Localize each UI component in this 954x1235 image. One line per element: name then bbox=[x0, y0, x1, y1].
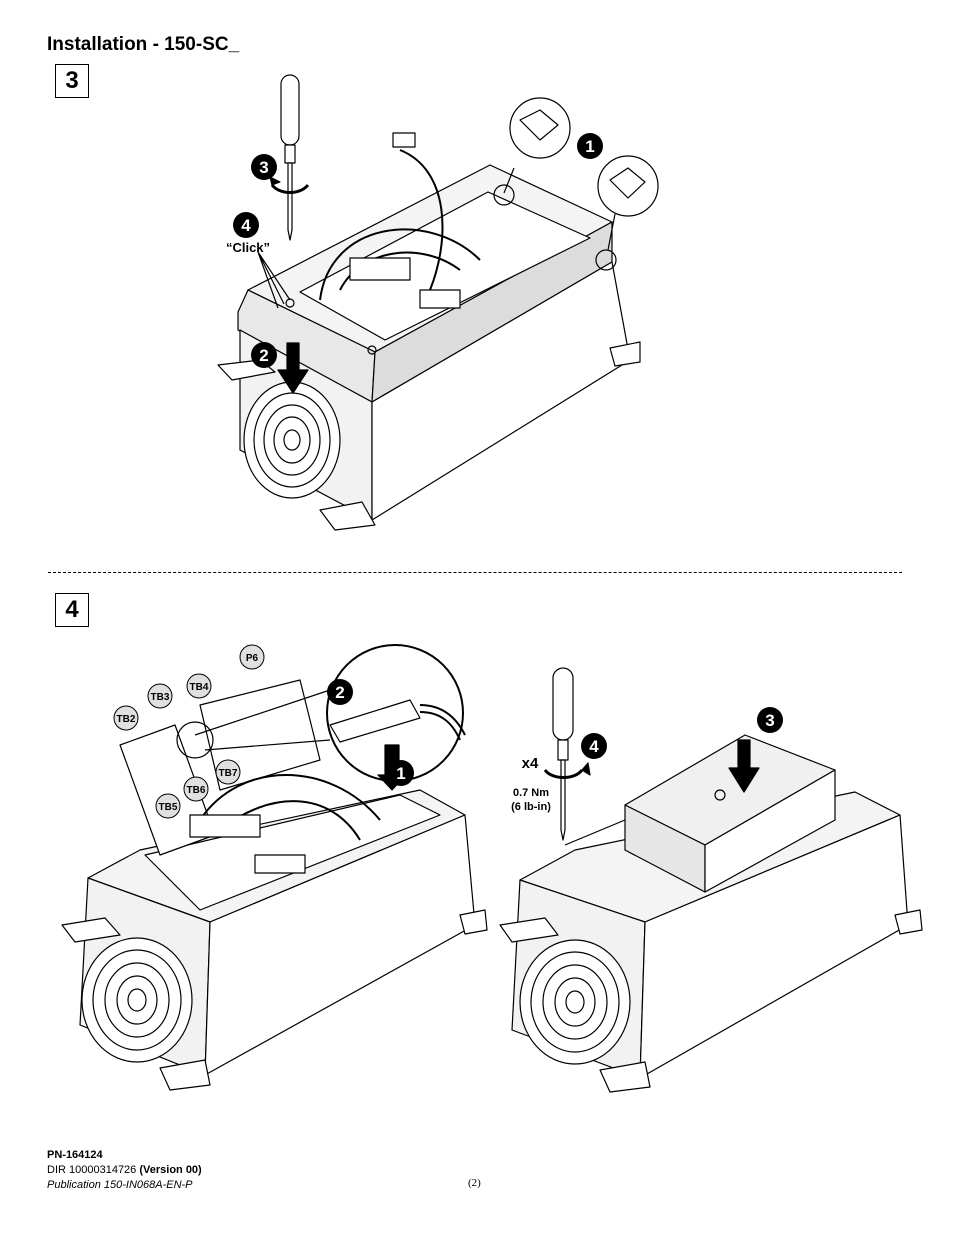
svg-text:1: 1 bbox=[585, 137, 594, 156]
svg-text:2: 2 bbox=[259, 346, 268, 365]
page-title: Installation - 150-SC_ bbox=[47, 34, 240, 55]
step4-callout-1: 1 bbox=[388, 760, 414, 786]
svg-text:P6: P6 bbox=[246, 653, 259, 664]
version-text: (Version 00) bbox=[139, 1164, 202, 1176]
svg-text:1: 1 bbox=[396, 764, 405, 783]
svg-text:TB6: TB6 bbox=[187, 785, 206, 796]
step3-callout-3: 3 bbox=[251, 154, 277, 180]
svg-text:TB5: TB5 bbox=[159, 802, 178, 813]
terminal-label-tb3: TB3 bbox=[147, 683, 173, 709]
step3-callout-1: 1 bbox=[577, 133, 603, 159]
torque-lbin-label: (6 lb-in) bbox=[511, 801, 551, 813]
step4-callout-3: 3 bbox=[757, 707, 783, 733]
count-label: x4 bbox=[522, 755, 539, 772]
svg-text:3: 3 bbox=[765, 711, 774, 730]
step4-callout-4: 4 bbox=[581, 733, 607, 759]
click-label: “Click” bbox=[226, 240, 270, 255]
publication-number: Publication 150-IN068A-EN-P bbox=[47, 1179, 193, 1191]
terminal-label-p6: P6 bbox=[239, 644, 265, 670]
step-4-number: 4 bbox=[55, 593, 89, 627]
svg-text:4: 4 bbox=[241, 216, 251, 235]
part-number: PN-164124 bbox=[47, 1149, 103, 1161]
step3-callout-4: 4 bbox=[233, 212, 259, 238]
step4-callout-2: 2 bbox=[327, 679, 353, 705]
section-divider bbox=[48, 572, 902, 573]
step4-right-starter-unit bbox=[499, 667, 923, 1093]
step-3-number: 3 bbox=[55, 64, 89, 98]
dir-line: DIR 10000314726 (Version 00) bbox=[47, 1164, 202, 1176]
terminal-label-tb2: TB2 bbox=[113, 705, 139, 731]
terminal-label-tb4: TB4 bbox=[186, 673, 212, 699]
svg-text:3: 3 bbox=[259, 158, 268, 177]
dir-text: DIR 10000314726 bbox=[47, 1164, 137, 1176]
page-number: (2) bbox=[468, 1177, 481, 1189]
terminal-label-tb6: TB6 bbox=[183, 776, 209, 802]
step3-callout-2: 2 bbox=[251, 342, 277, 368]
svg-text:4: 4 bbox=[589, 737, 599, 756]
svg-text:TB2: TB2 bbox=[117, 714, 136, 725]
step3-starter-unit bbox=[217, 74, 659, 531]
terminal-label-tb7: TB7 bbox=[215, 759, 241, 785]
torque-nm-label: 0.7 Nm bbox=[513, 787, 549, 799]
svg-text:TB4: TB4 bbox=[190, 682, 209, 693]
terminal-label-tb5: TB5 bbox=[155, 793, 181, 819]
svg-text:TB3: TB3 bbox=[151, 692, 170, 703]
svg-text:2: 2 bbox=[335, 683, 344, 702]
svg-text:TB7: TB7 bbox=[219, 768, 238, 779]
